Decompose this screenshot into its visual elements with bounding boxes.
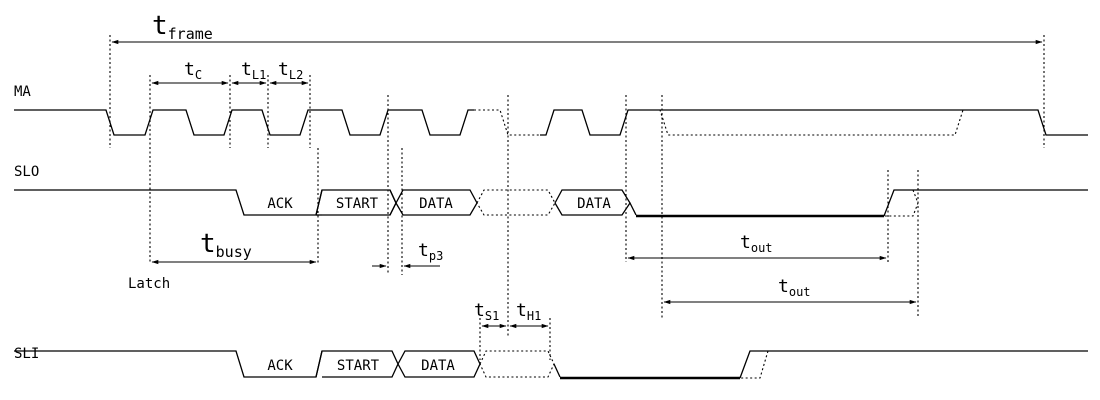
- dimension-arrows: [111, 39, 1043, 329]
- signal-name-slo: SLO: [14, 164, 39, 180]
- sli-ack-label: ACK: [267, 358, 293, 374]
- t-l2-label: tL2: [278, 59, 303, 82]
- sli-waveform: [14, 350, 1088, 380]
- t-out-label-sli: tout: [778, 276, 811, 299]
- slo-start-label: START: [336, 196, 379, 212]
- t-out-label-slo: tout: [740, 232, 773, 255]
- t-busy-label: tbusy: [200, 229, 252, 261]
- t-l1-label: tL1: [241, 59, 266, 82]
- t-frame-label: tframe: [152, 11, 213, 43]
- latch-label: Latch: [128, 276, 170, 292]
- t-h1-label: tH1: [516, 300, 541, 323]
- reference-lines: [109, 35, 1045, 360]
- t-p3-label: tp3: [418, 240, 443, 263]
- slo-data-label-2: DATA: [577, 196, 611, 212]
- slo-ack-label: ACK: [267, 196, 293, 212]
- sli-data-label: DATA: [421, 358, 455, 374]
- sli-start-label: START: [337, 358, 380, 374]
- t-c-label: tC: [184, 59, 202, 82]
- ma-waveform: [14, 109, 1088, 136]
- slo-waveform: [14, 189, 1088, 218]
- t-s1-label: tS1: [474, 300, 499, 323]
- signal-name-ma: MA: [14, 84, 31, 100]
- slo-data-label-1: DATA: [419, 196, 453, 212]
- signal-name-sli: SLI: [14, 346, 39, 362]
